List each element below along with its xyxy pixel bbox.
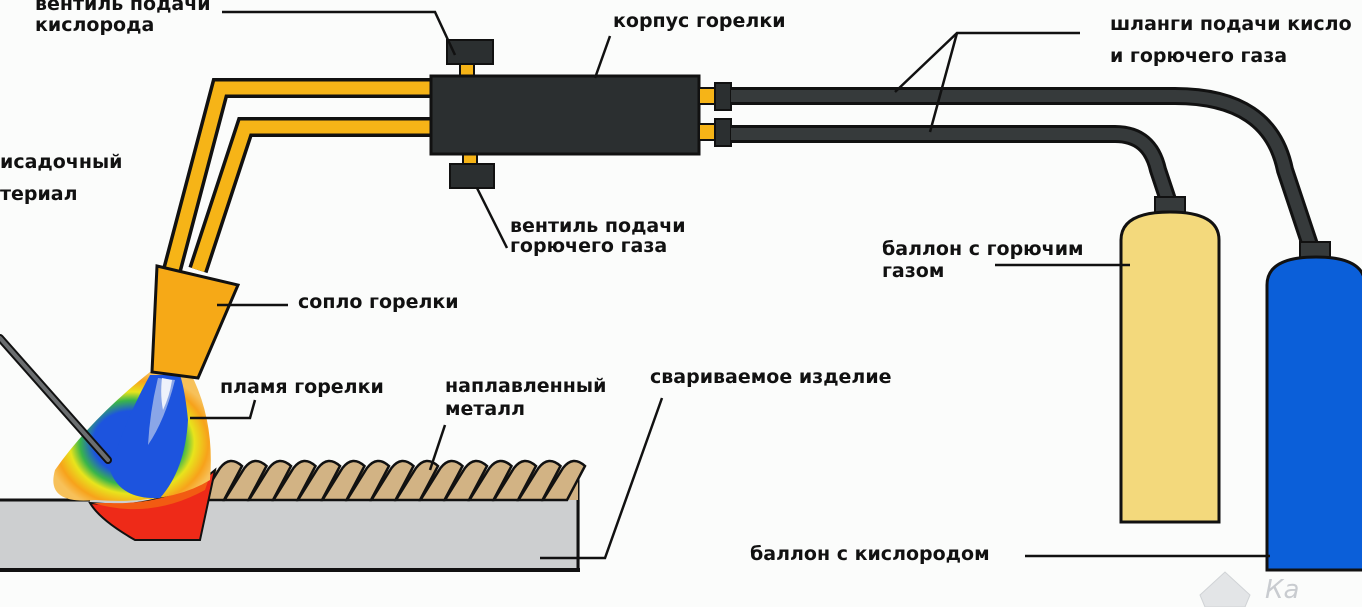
bead-ridge — [320, 459, 367, 502]
label-oxygen-valve-2: кислорода — [35, 14, 154, 36]
label-deposited-metal: наплавленный — [445, 375, 606, 397]
label-oxygen-cylinder: баллон с кислородом — [750, 543, 990, 565]
bead-ridge — [369, 459, 416, 502]
torch-body — [429, 39, 732, 189]
house-icon — [1199, 571, 1251, 607]
bead-ridge — [467, 459, 514, 502]
bead-ridge — [222, 459, 269, 502]
bead-ridge — [442, 459, 489, 502]
label-oxygen-valve: вентиль подачи — [35, 0, 211, 15]
fuel-valve-knob — [449, 163, 495, 189]
label-fuel-valve: вентиль подачи — [510, 215, 686, 237]
bead-ridge — [418, 459, 465, 502]
bead-ridge — [516, 459, 563, 502]
weld-pool — [88, 467, 217, 541]
label-fuel-cylinder: баллон с горючим — [882, 238, 1084, 260]
bead-ridge — [491, 459, 538, 502]
label-deposited-metal-2: металл — [445, 398, 525, 420]
torch-nozzle — [150, 264, 241, 380]
bead-ridge — [540, 459, 587, 502]
deposited-metal — [197, 459, 587, 502]
label-fuel-valve-2: горючего газа — [510, 235, 667, 257]
label-hoses: шланги подачи кисло — [1110, 13, 1352, 35]
bead-ridge — [246, 459, 293, 502]
bead-ridge — [393, 459, 440, 502]
gas-hoses — [731, 87, 1319, 248]
bead-ridge — [271, 459, 318, 502]
torch-tubes — [162, 78, 432, 274]
torch-flame — [53, 372, 211, 501]
label-nozzle: сопло горелки — [298, 291, 459, 313]
label-workpiece: свариваемое изделие — [650, 366, 892, 388]
label-torch-body: корпус горелки — [613, 10, 786, 32]
label-filler-material-2: териал — [0, 183, 78, 205]
label-filler-material: исадочный — [0, 151, 122, 173]
bead-ridge — [344, 459, 391, 502]
label-flame: пламя горелки — [220, 376, 384, 398]
watermark-text: Ка — [1265, 575, 1299, 605]
watermark: Ка — [1199, 571, 1299, 607]
filler-rod — [0, 334, 112, 464]
label-hoses-2: и горючего газа — [1110, 45, 1287, 67]
bead-ridge — [295, 459, 342, 502]
leader-lines — [190, 10, 1270, 560]
label-fuel-cylinder-2: газом — [882, 260, 944, 282]
oxygen-cylinder — [1265, 241, 1362, 572]
fuel-gas-cylinder — [1119, 196, 1221, 524]
